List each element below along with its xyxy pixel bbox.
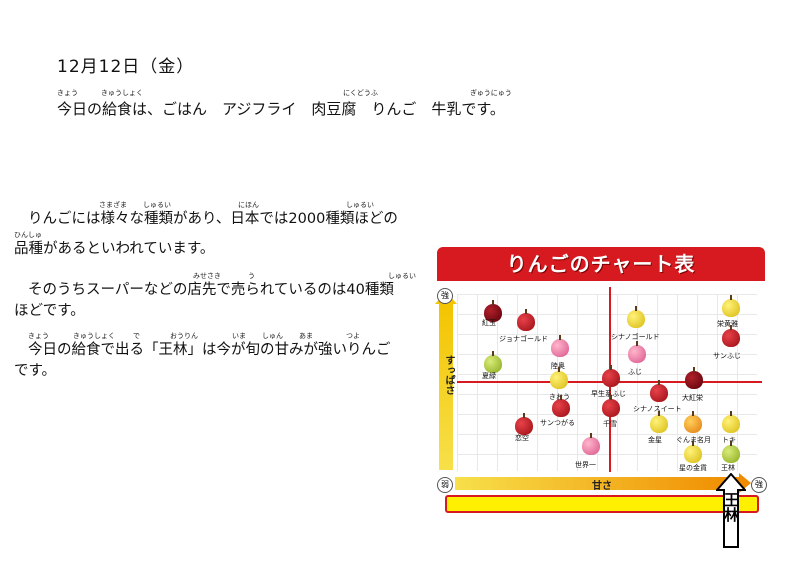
apple-variety-label: 星の金貨 [679,464,707,472]
apple-icon [685,367,703,389]
weak-marker: 弱 [437,477,453,493]
apple-variety-label: 紅玉 [482,319,496,327]
apple-variety-label: サンふじ [713,352,741,360]
apple-chart: りんごのチャート表 すっぱさ 強 弱 甘さ 強 紅玉ジョナゴールド シナノゴールド… [435,247,767,519]
apple-icon [602,395,620,417]
apple-icon [551,335,569,357]
paragraph-line: 今日の給食で出る「王林」は今が旬の甘みが強いりんご [28,342,391,358]
apple-icon [627,306,645,328]
apple-icon [722,441,740,463]
strong-marker-top: 強 [437,288,453,304]
apple-icon [628,341,646,363]
paragraph-line: 品種があるといわれています。 [14,241,215,257]
ruby: しゅるい [143,201,171,209]
apple-icon [484,300,502,322]
apple-variety-label: 早生系ふじ [591,390,626,398]
ruby: いま [232,332,246,340]
apple-icon [602,365,620,387]
apple-variety-label: 王林 [721,464,735,472]
ruby: あま [299,332,313,340]
ruby: う [248,272,255,280]
apple-icon [582,433,600,455]
apple-variety-label: シナノスイート [633,405,682,413]
apple-variety-label: 恋空 [515,434,529,442]
ruby-kyuushoku: きゅうしょく [101,89,143,97]
apple-variety-label: ふじ [628,368,642,376]
apple-icon [722,325,740,347]
apple-icon [550,367,568,389]
apple-variety-label: サンつがる [540,419,575,427]
ruby: で [133,332,140,340]
sweetness-label: 甘さ [592,481,612,492]
paragraph-line: です。 [14,363,57,379]
ruby-kyou: きょう [57,89,78,97]
apple-variety-label: 千雪 [603,420,617,428]
apple-icon [515,413,533,435]
ruby-gyuunyuu: ぎゅうにゅう [470,89,512,97]
menu-text: 今日の給食は、ごはん アジフライ 肉豆腐 りんご 牛乳です。 [57,100,505,118]
ruby: にほん [238,201,259,209]
highlight-bar [445,495,759,513]
apple-icon [722,295,740,317]
ruby: みせさき [193,272,221,280]
apple-variety-label: シナノゴールド [611,333,660,341]
paragraph-line: ほどです。 [14,303,85,319]
strong-marker-right: 強 [751,477,767,493]
callout-label: 王林 [722,492,740,522]
apple-variety-label: ジョナゴールド [499,335,548,343]
ruby: さまざま [99,201,127,209]
apple-icon [552,395,570,417]
paragraph-line: そのうちスーパーなどの店先で売られているのは40種類 [28,282,394,298]
ruby: ひんしゅ [14,231,42,239]
paragraph-line: りんごには様々な種類があり、日本では2000種類ほどの [28,211,398,227]
ruby: しゅるい [346,201,374,209]
ruby: おうりん [170,332,198,340]
apple-variety-label: 世界一 [575,461,596,469]
apple-icon [684,441,702,463]
ruby: つよ [346,332,360,340]
apple-icon [722,411,740,433]
ruby-nikudoufu: にくどうふ [343,89,378,97]
apple-icon [684,411,702,433]
apple-icon [650,411,668,433]
apple-variety-label: 大紅栄 [682,394,703,402]
sourness-label: すっぱさ [443,355,454,395]
apple-variety-label: 陸奥 [551,362,565,370]
chart-title: りんごのチャート表 [437,247,765,281]
date-heading: 12月12日（金） [57,57,195,77]
apple-variety-label: ぐんま名月 [676,436,711,444]
apple-variety-label: きおう [549,392,570,402]
apple-variety-label: 夏緑 [482,372,496,380]
apple-icon [484,351,502,373]
ruby: しゅん [262,332,283,340]
up-arrow-icon [716,473,746,548]
ruby: しゅるい [388,272,416,280]
apple-variety-label: トキ [722,436,736,444]
apple-variety-label: 栄黄雅 [717,320,738,328]
apple-variety-label: 金星 [648,436,662,444]
ruby: きょう [28,332,49,340]
ruby: きゅうしょく [73,332,115,340]
apple-icon [517,309,535,331]
apple-icon [650,380,668,402]
